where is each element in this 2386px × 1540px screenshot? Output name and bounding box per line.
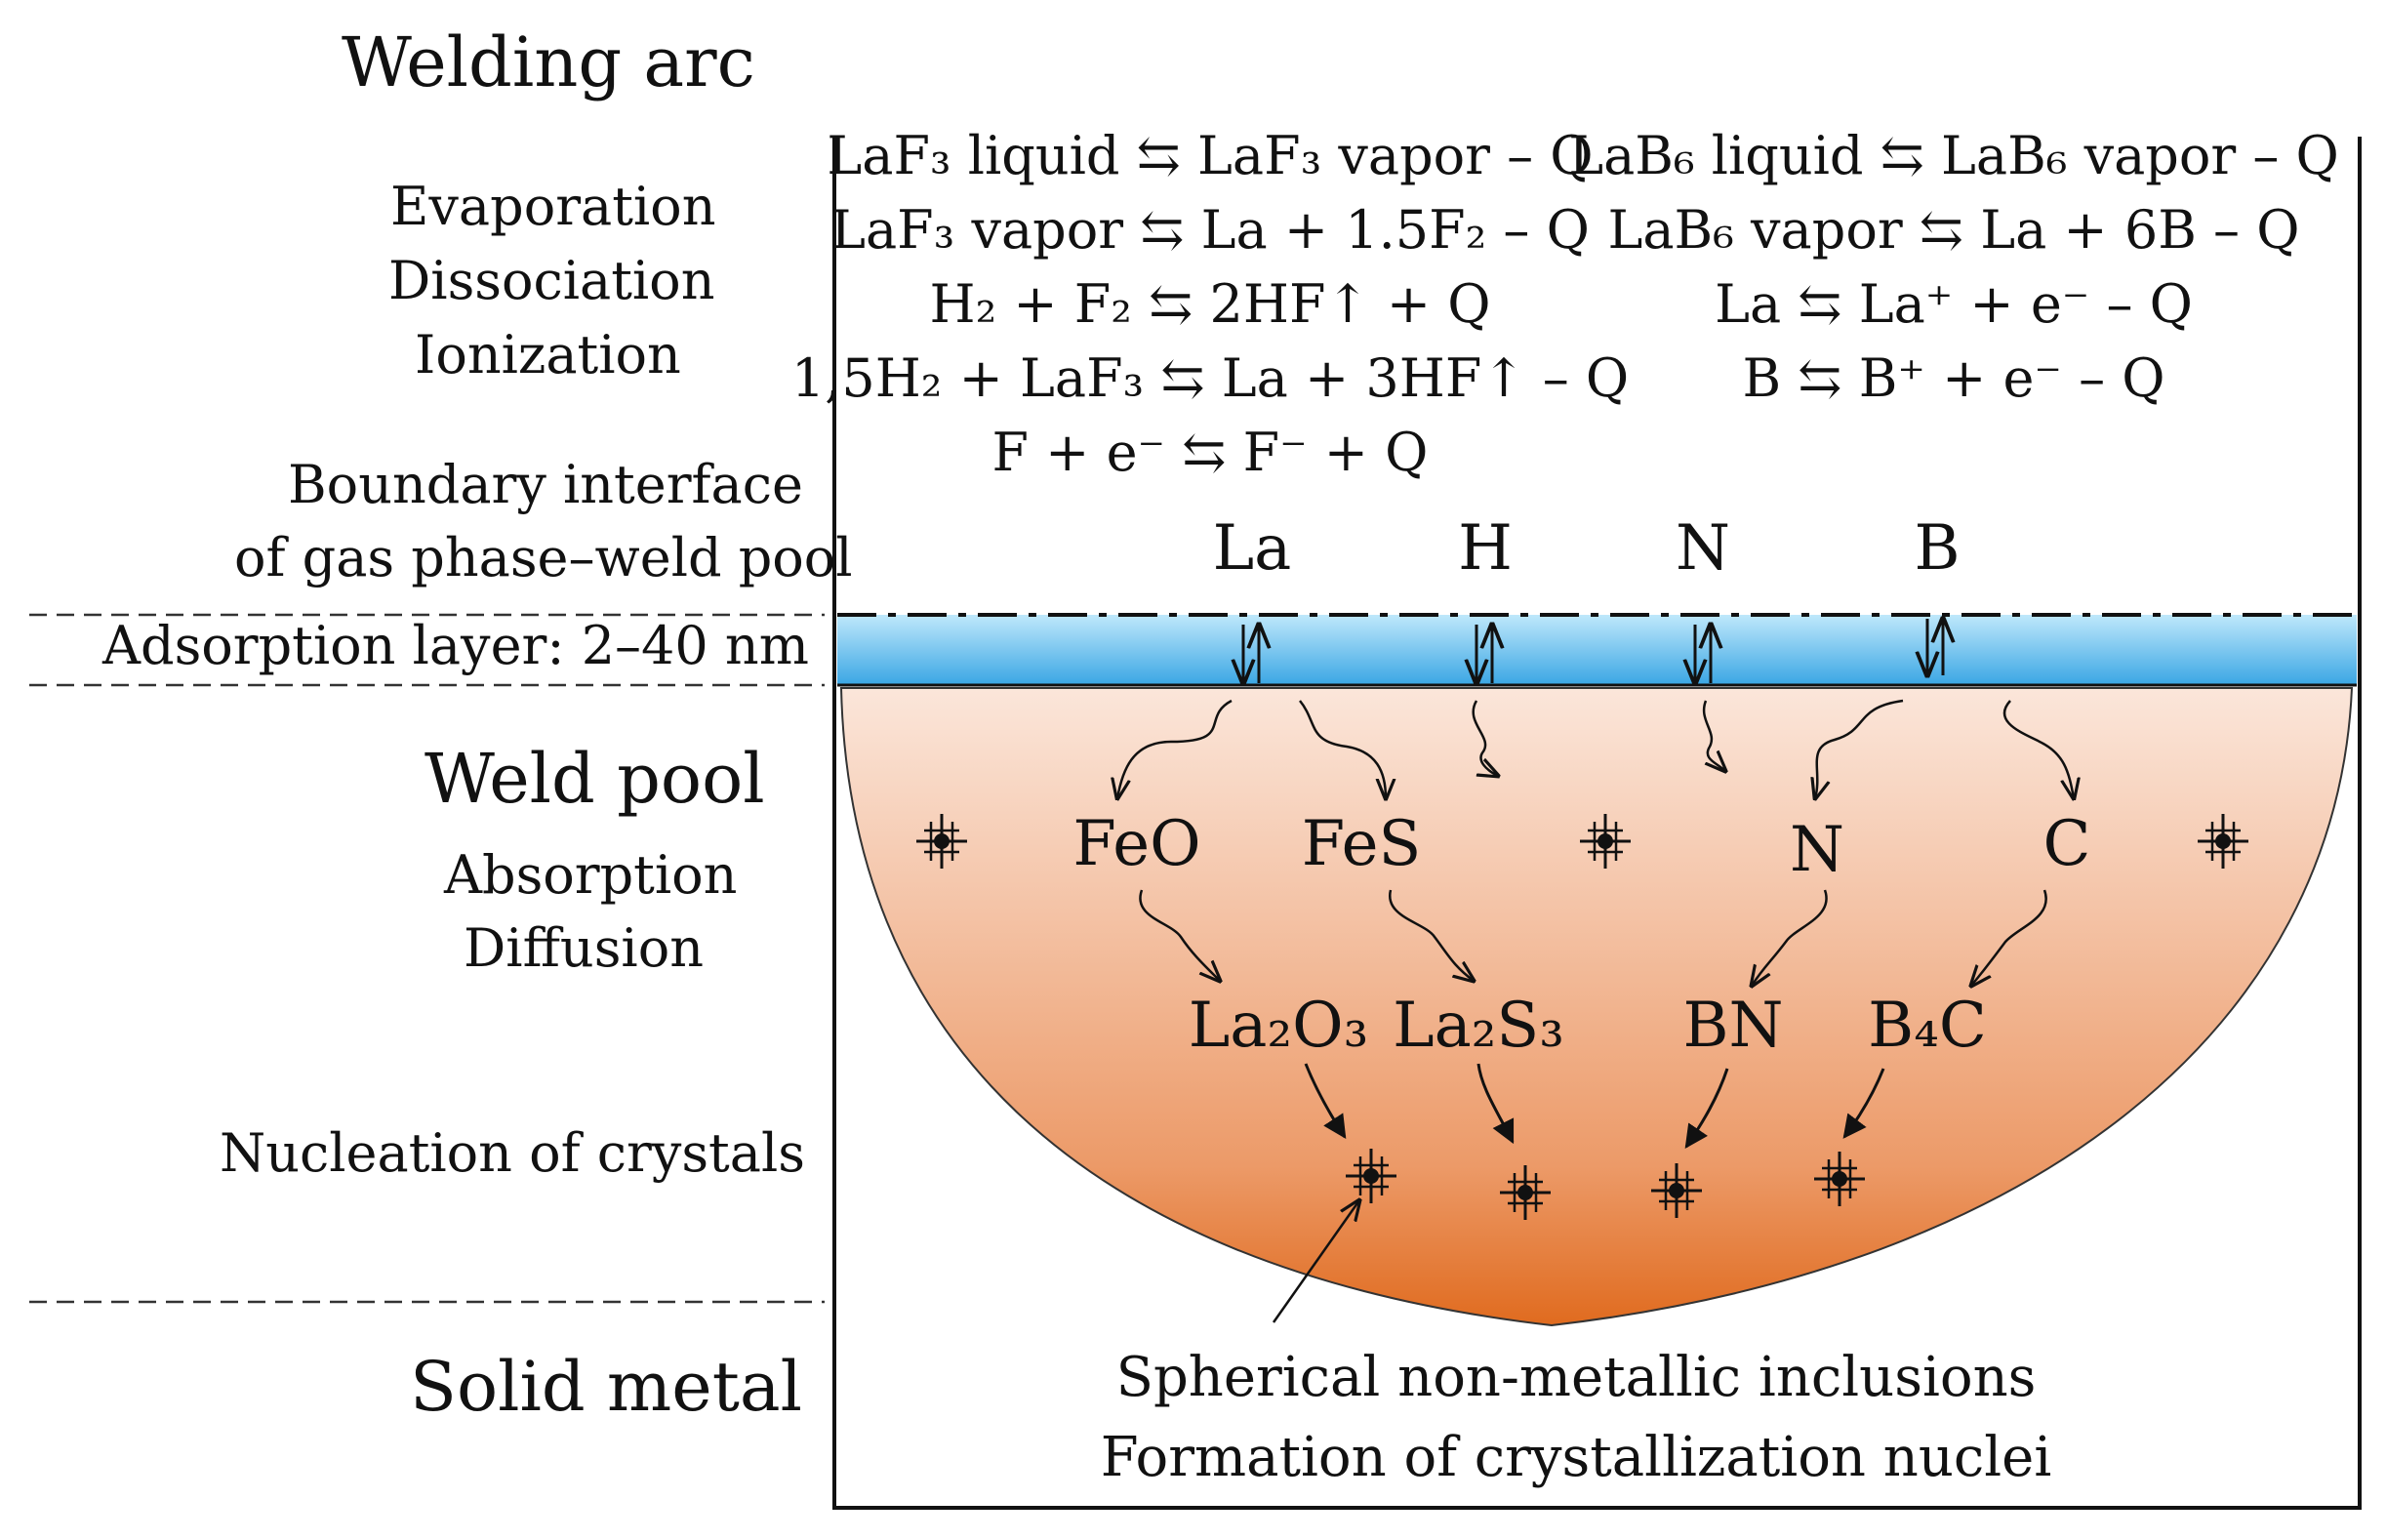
adsorption-layer-band xyxy=(837,615,2357,685)
gas-species-la: La xyxy=(1213,512,1292,585)
caption-crystallization-nuclei: Formation of crystallization nuclei xyxy=(1101,1426,2051,1489)
reaction-right-2: LaB₆ vapor ⇆ La + 6B – Q xyxy=(1608,199,2300,261)
label-nucleation: Nucleation of crystals xyxy=(220,1122,805,1184)
exchange-arrows-icon xyxy=(1243,625,1259,683)
wavy-arrow-icon xyxy=(1117,699,2074,798)
compound-bn: BN xyxy=(1682,990,1783,1062)
reaction-right-4: B ⇆ B⁺ + e⁻ – Q xyxy=(1742,347,2164,409)
label-solid-metal: Solid metal xyxy=(410,1347,802,1427)
pool-species-n: N xyxy=(1790,814,1844,886)
label-dissociation: Dissociation xyxy=(388,250,714,311)
compound-b4c: B₄C xyxy=(1868,990,1987,1062)
exchange-arrows-icon xyxy=(1695,625,1711,683)
arc-container-frame xyxy=(832,137,2362,1510)
pool-species-fes: FeS xyxy=(1302,808,1422,880)
gas-species-b: B xyxy=(1914,512,1960,585)
gas-species-n: N xyxy=(1676,512,1730,585)
wavy-arrow-icon xyxy=(1139,889,2047,986)
label-welding-arc: Welding arc xyxy=(342,22,755,102)
label-adsorption-layer: Adsorption layer: 2–40 nm xyxy=(101,615,809,676)
exchange-arrows-icon xyxy=(1927,619,1943,675)
label-boundary-1: Boundary interface xyxy=(288,454,803,515)
label-evaporation: Evaporation xyxy=(390,176,715,237)
caption-pointer-arrow xyxy=(1272,1200,1359,1323)
reaction-right-1: LaB₆ liquid ⇆ LaB₆ vapor – Q xyxy=(1568,125,2339,186)
label-boundary-2: of gas phase–weld pool xyxy=(234,527,853,588)
reaction-left-5: F + e⁻ ⇆ F⁻ + Q xyxy=(992,422,1429,483)
reaction-left-1: LaF₃ liquid ⇆ LaF₃ vapor – Q xyxy=(827,125,1593,186)
caption-spherical-inclusions: Spherical non-metallic inclusions xyxy=(1116,1346,2037,1409)
pool-species-c: C xyxy=(2043,808,2091,880)
label-absorption: Absorption xyxy=(443,844,737,906)
weld-pool-region xyxy=(839,687,2354,1327)
reaction-left-4: 1,5H₂ + LaF₃ ⇆ La + 3HF↑ – Q xyxy=(791,347,1629,409)
compound-la2o3: La₂O₃ xyxy=(1189,990,1368,1062)
pool-species-feo: FeO xyxy=(1072,808,1200,880)
label-weld-pool: Weld pool xyxy=(425,739,765,819)
label-diffusion: Diffusion xyxy=(464,917,704,979)
reaction-left-3: H₂ + F₂ ⇆ 2HF↑ + Q xyxy=(929,273,1490,335)
compound-la2s3: La₂S₃ xyxy=(1393,990,1564,1062)
label-ionization: Ionization xyxy=(415,324,681,385)
reaction-right-3: La ⇆ La⁺ + e⁻ – Q xyxy=(1715,273,2193,335)
gas-species-h: H xyxy=(1458,512,1513,585)
arrow-icon xyxy=(1304,1063,1885,1149)
reaction-left-2: LaF₃ vapor ⇆ La + 1.5F₂ – Q xyxy=(830,199,1590,261)
exchange-arrows-icon xyxy=(1476,625,1492,683)
